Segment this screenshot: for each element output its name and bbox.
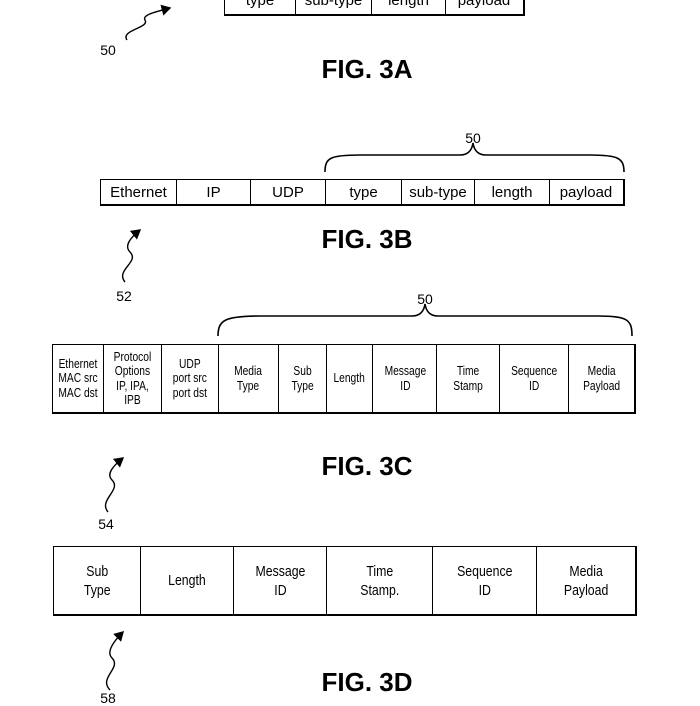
packet-fig-3b: Ethernet IP UDP type sub-type length pay… xyxy=(100,179,625,206)
packet-fig-3c: Ethernet MAC src MAC dst Protocol Option… xyxy=(52,344,636,414)
field-ip: IP xyxy=(176,180,250,204)
field-message-id: Message ID xyxy=(255,562,305,599)
field-sub-type: Sub Type xyxy=(83,562,111,599)
field-sub-type: sub-type xyxy=(401,180,474,204)
field-type: type xyxy=(325,180,401,204)
reference-numeral-3b: 52 xyxy=(116,288,132,304)
field-media-payload: Media Payload xyxy=(583,364,621,393)
field-length: Length xyxy=(168,572,206,589)
figure-title-3b: FIG. 3B xyxy=(321,224,413,254)
brace-3b xyxy=(324,142,625,173)
field-payload: payload xyxy=(445,0,522,14)
brace-3c xyxy=(217,303,633,337)
field-payload: payload xyxy=(549,180,622,204)
field-sub-type: Sub Type xyxy=(290,364,314,393)
field-media-type: Media Type xyxy=(234,364,263,393)
reference-numeral-3c: 54 xyxy=(98,516,114,532)
bracket-label-3b: 50 xyxy=(465,130,481,146)
leader-arrow-3a xyxy=(125,4,172,41)
leader-arrow-3c xyxy=(105,457,125,513)
reference-numeral-3a: 50 xyxy=(100,42,116,58)
figure-title-3a: FIG. 3A xyxy=(321,54,413,84)
packet-fig-3d: Sub Type Length Message ID Time Stamp. S… xyxy=(53,546,637,616)
field-ethernet: Ethernet xyxy=(110,183,167,201)
field-time-stamp: Time Stamp. xyxy=(360,562,399,599)
field-sequence-id: Sequence ID xyxy=(456,562,513,599)
reference-numeral-3d: 58 xyxy=(100,690,116,706)
field-length: Length xyxy=(333,371,366,386)
field-media-payload: Media Payload xyxy=(563,562,609,599)
figure-title-3d: FIG. 3D xyxy=(321,667,413,697)
field-time-stamp: Time Stamp xyxy=(453,364,484,393)
leader-arrow-3d xyxy=(105,631,124,691)
field-length: length xyxy=(474,180,549,204)
field-udp-ports: UDP port src port dst xyxy=(172,356,207,400)
field-message-id: Message ID xyxy=(384,364,426,393)
field-udp: UDP xyxy=(250,180,325,204)
field-sub-type: sub-type xyxy=(295,0,371,14)
bracket-label-3c: 50 xyxy=(417,291,433,307)
field-type: type xyxy=(245,0,275,9)
field-length: length xyxy=(371,0,445,14)
field-ethernet-mac: Ethernet MAC src MAC dst xyxy=(58,356,98,400)
field-protocol-options: Protocol Options IP, IPA, IPB xyxy=(113,349,152,408)
leader-arrow-3b xyxy=(122,229,142,283)
packet-fig-3a: type sub-type length payload xyxy=(224,0,525,16)
figure-title-3c: FIG. 3C xyxy=(321,451,413,481)
field-sequence-id: Sequence ID xyxy=(511,364,558,393)
